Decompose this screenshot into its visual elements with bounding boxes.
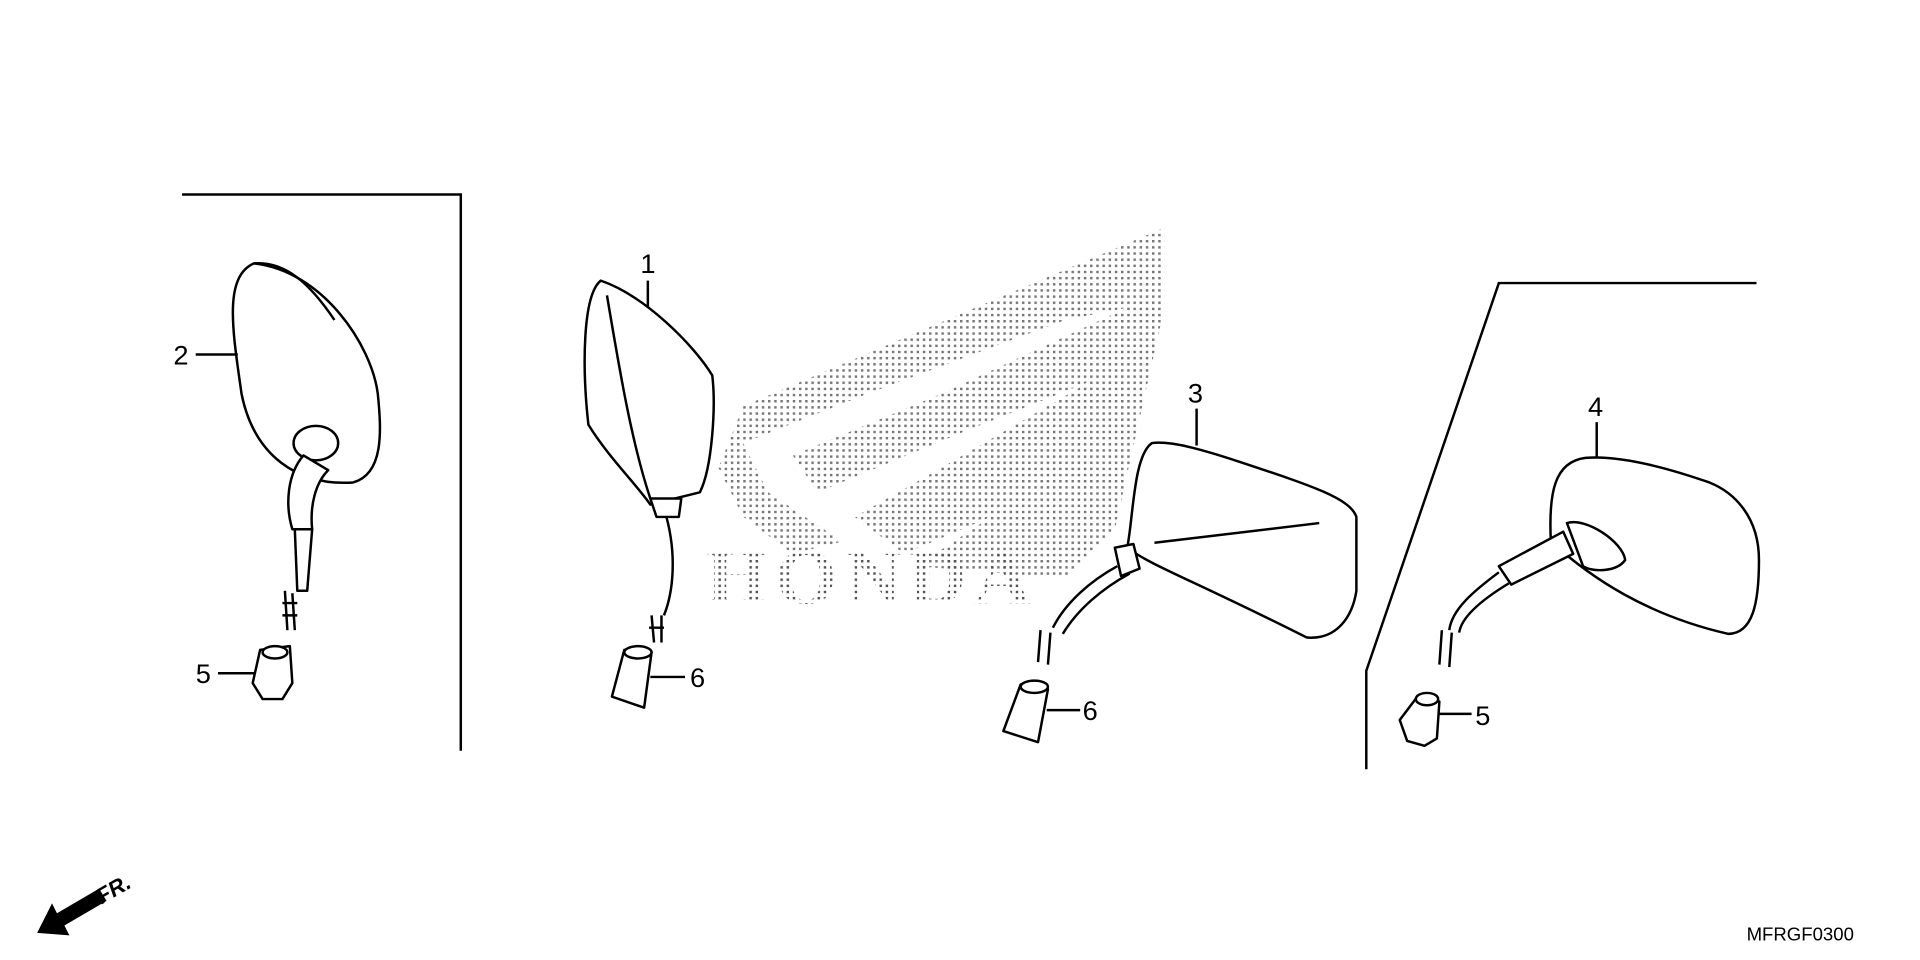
callout-3: 3 (1188, 378, 1203, 409)
callout-1: 1 (640, 248, 655, 279)
arrow-icon (37, 888, 107, 936)
front-direction-arrow: FR. (37, 870, 135, 936)
callout-leaders (195, 280, 1598, 716)
group-bracket-left (182, 193, 463, 751)
honda-watermark-text: HONDA (706, 534, 1038, 621)
callout-2: 2 (173, 339, 188, 370)
callout-5-left: 5 (196, 658, 211, 689)
nut-part-5-right (1398, 691, 1441, 748)
mirror-part-4 (1438, 456, 1761, 668)
callout-4: 4 (1588, 391, 1603, 422)
diagram-code: MFRGF0300 (1747, 923, 1854, 944)
callout-6-right: 6 (1083, 695, 1098, 726)
callout-6-center: 6 (690, 662, 705, 693)
nut-part-6-center (610, 644, 653, 709)
nut-part-6-right (1002, 679, 1050, 744)
mirror-part-1 (583, 279, 715, 643)
group-bracket-right (1365, 281, 1757, 770)
mirror-part-2 (231, 262, 382, 631)
nut-part-5-left (251, 644, 294, 701)
mirror-part-3 (1036, 441, 1358, 665)
honda-wing-watermark: HONDA (706, 227, 1165, 621)
callout-5-right: 5 (1475, 700, 1490, 731)
